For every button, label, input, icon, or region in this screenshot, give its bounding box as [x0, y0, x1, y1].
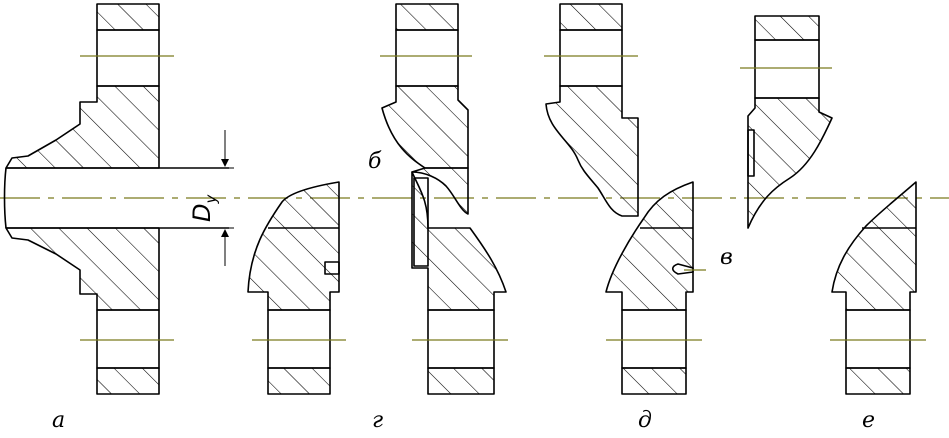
- fig-g-top-hatch: [395, 3, 459, 31]
- fig-v-top-hatch: [754, 15, 820, 41]
- figure-d: д: [544, 3, 706, 433]
- fig-a-lower-body: [5, 227, 160, 311]
- fig-a-top-hole: [96, 29, 160, 87]
- fig-d-bottom-hatch: [621, 367, 687, 395]
- fig-g-bottom-hatch: [427, 367, 495, 395]
- fig-g-gap: [413, 177, 429, 267]
- fig-e-body: [831, 181, 917, 311]
- label-d: д: [638, 408, 652, 433]
- fig-2-body: [247, 181, 340, 311]
- fig-a-bore: [3, 167, 7, 229]
- fig-d-lower-body: [605, 181, 694, 311]
- figure-e: е: [830, 181, 926, 433]
- fig-g-lower-body: [411, 171, 507, 311]
- fig-d-top-hatch: [559, 3, 623, 31]
- fig-v-slot: [747, 129, 755, 177]
- fig-a-top-hatch: [96, 3, 160, 31]
- fig-v-top-hole: [754, 39, 820, 99]
- fig-2-bottom-hole: [267, 309, 331, 369]
- fig-d-upper-body: [545, 85, 639, 217]
- figure-v: в: [720, 15, 833, 270]
- fig-2-bottom-hatch: [267, 367, 331, 395]
- fig-a-bottom-hatch: [96, 367, 160, 395]
- fig-e-bottom-hole: [845, 309, 911, 369]
- fig-a-bottom-hole: [96, 309, 160, 369]
- fig-g-upper-body: [381, 85, 469, 169]
- label-g: г: [372, 408, 383, 433]
- label-a: а: [52, 408, 65, 433]
- fig-e-bottom-hatch: [845, 367, 911, 395]
- figure-a: Dу а: [3, 3, 234, 433]
- figure-2: [247, 181, 346, 395]
- label-b: б: [368, 149, 382, 174]
- fig-d-crack: [671, 263, 694, 275]
- fig-a-upper-body: [5, 85, 160, 169]
- fig-d-bottom-hole: [621, 309, 687, 369]
- fig-v-body: [747, 97, 833, 229]
- fig-g-bottom-hole: [427, 309, 495, 369]
- fig-2-notch: [324, 261, 340, 275]
- dim-label-dy: Dу: [188, 194, 220, 222]
- label-e: е: [862, 408, 875, 433]
- fig-g-crack: [411, 167, 469, 215]
- figure-g: б г: [368, 3, 508, 433]
- fig-d-top-hole: [559, 29, 623, 87]
- label-v: в: [720, 245, 733, 270]
- fig-g-top-hole: [395, 29, 459, 87]
